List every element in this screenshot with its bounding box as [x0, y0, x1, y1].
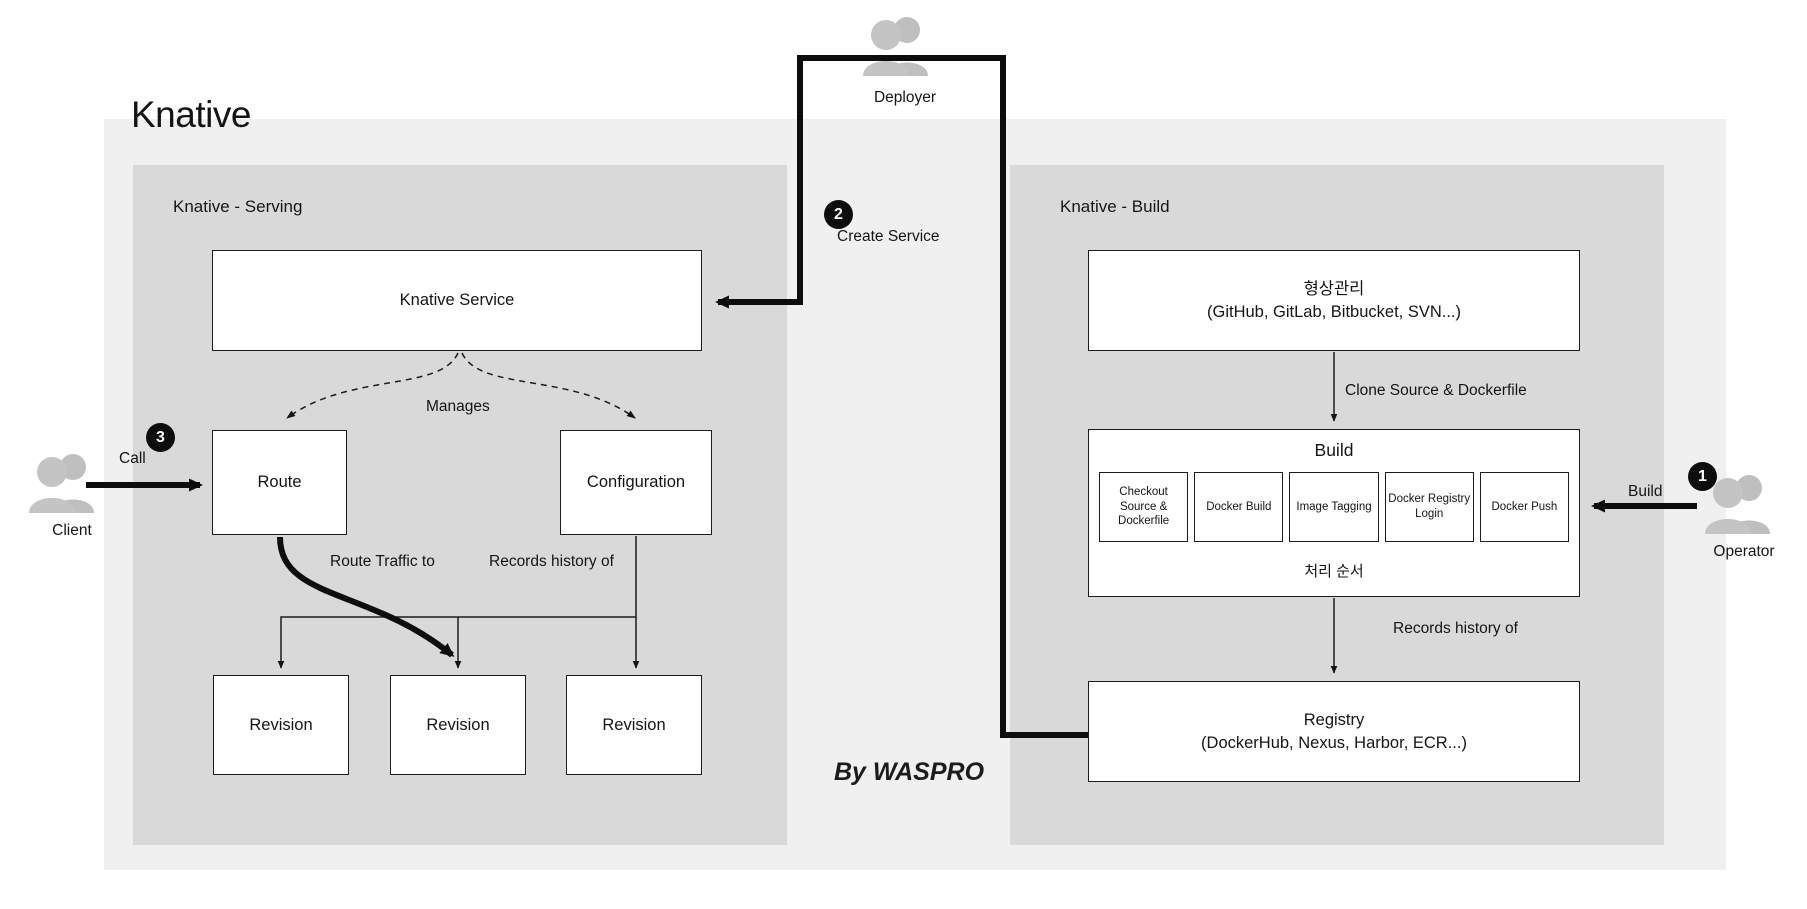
- panel-title-build: Knative - Build: [1060, 197, 1170, 216]
- node-source-control-management[interactable]: 형상관리 (GitHub, GitLab, Bitbucket, SVN...): [1088, 250, 1580, 351]
- step-label-create-service: Create Service: [837, 228, 940, 245]
- step-badge-3: 3: [146, 423, 175, 452]
- build-step-docker-push[interactable]: Docker Push: [1479, 472, 1570, 542]
- node-label: Knative Service: [399, 291, 515, 310]
- node-label: Registry (DockerHub, Nexus, Harbor, ECR.…: [1201, 709, 1467, 754]
- operator-users-icon: [1700, 472, 1772, 539]
- build-pipeline-title: Build: [1314, 440, 1354, 460]
- build-step-list: Checkout Source & Dockerfile Docker Buil…: [1099, 472, 1570, 542]
- step-badge-number: 1: [1698, 467, 1707, 485]
- edge-label-records-history-of-build: Records history of: [1393, 620, 1518, 637]
- build-step-label: Docker Registry Login: [1388, 493, 1471, 520]
- node-label: Configuration: [586, 473, 686, 492]
- edge-label-records-history-of-serving: Records history of: [489, 553, 614, 570]
- registry-line-2: (DockerHub, Nexus, Harbor, ECR...): [1201, 733, 1467, 752]
- node-revision-2[interactable]: Revision: [390, 675, 526, 775]
- node-label: Revision: [426, 715, 490, 734]
- build-step-label: Docker Build: [1206, 500, 1272, 513]
- build-step-docker-registry-login[interactable]: Docker Registry Login: [1384, 472, 1474, 542]
- watermark: By WASPRO: [834, 758, 985, 786]
- step-badge-number: 2: [834, 205, 843, 223]
- node-build-pipeline[interactable]: Build Checkout Source & Dockerfile Docke…: [1088, 429, 1580, 597]
- node-configuration[interactable]: Configuration: [560, 430, 712, 535]
- scm-line-1: 형상관리: [1303, 280, 1365, 299]
- build-step-label: Checkout Source & Dockerfile: [1118, 485, 1170, 528]
- build-processing-order-label: 처리 순서: [1304, 563, 1364, 580]
- node-revision-1[interactable]: Revision: [213, 675, 349, 775]
- step-label-build: Build: [1628, 483, 1663, 500]
- node-registry[interactable]: Registry (DockerHub, Nexus, Harbor, ECR.…: [1088, 681, 1580, 782]
- client-users-icon: [24, 451, 96, 518]
- node-knative-service[interactable]: Knative Service: [212, 250, 702, 351]
- step-badge-1: 1: [1688, 462, 1717, 491]
- node-revision-3[interactable]: Revision: [566, 675, 702, 775]
- build-step-image-tagging[interactable]: Image Tagging: [1289, 472, 1379, 542]
- build-step-docker-build[interactable]: Docker Build: [1194, 472, 1284, 542]
- node-label: Revision: [249, 715, 313, 734]
- scm-line-2: (GitHub, GitLab, Bitbucket, SVN...): [1206, 302, 1461, 321]
- page-title: Knative: [131, 94, 251, 135]
- actor-label-operator: Operator: [1713, 543, 1775, 560]
- step-label-call: Call: [119, 450, 146, 467]
- edge-label-route-traffic-to: Route Traffic to: [330, 553, 435, 570]
- build-step-checkout-source-dockerfile[interactable]: Checkout Source & Dockerfile: [1099, 472, 1189, 542]
- build-step-label: Image Tagging: [1296, 500, 1372, 513]
- step-badge-number: 3: [156, 428, 165, 446]
- actor-label-deployer: Deployer: [873, 89, 937, 106]
- node-label: 형상관리 (GitHub, GitLab, Bitbucket, SVN...): [1207, 278, 1461, 323]
- edge-label-clone-source-dockerfile: Clone Source & Dockerfile: [1345, 382, 1527, 399]
- deployer-users-icon: [858, 14, 930, 81]
- registry-line-1: Registry: [1303, 711, 1365, 730]
- step-badge-2: 2: [824, 200, 853, 229]
- node-label: Route: [257, 473, 302, 492]
- actor-label-client: Client: [52, 522, 92, 539]
- node-label: Revision: [602, 715, 666, 734]
- edge-label-manages: Manages: [426, 398, 490, 415]
- node-route[interactable]: Route: [212, 430, 347, 535]
- panel-title-serving: Knative - Serving: [173, 197, 303, 216]
- build-step-label: Docker Push: [1491, 500, 1558, 513]
